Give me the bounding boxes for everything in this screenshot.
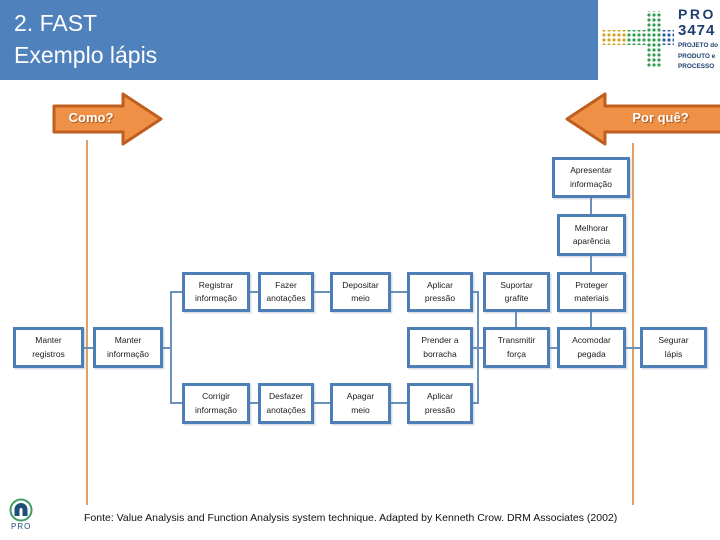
connector-line — [590, 256, 592, 272]
box-transmitir-forca: Transmitir força — [483, 327, 550, 368]
dot-cross-icon — [602, 11, 674, 68]
connector-line — [391, 291, 407, 293]
box-melhorar-aparencia: Melhorar aparência — [557, 214, 626, 256]
slide-header: 2. FAST Exemplo lápis — [0, 0, 598, 80]
box-apagar-meio: Apagar meio — [330, 383, 391, 424]
pro-3474-logo: PRO 3474 PROJETO do PRODUTO e PROCESSO — [598, 0, 720, 84]
box-registrar-informacao: Registrar informação — [182, 272, 250, 312]
box-corrigir-informacao: Corrigir informação — [182, 383, 250, 424]
connector-line — [314, 402, 330, 404]
why-arrow-label: Por quê? — [632, 110, 689, 125]
why-guide-line — [632, 143, 634, 505]
connector-line — [473, 291, 477, 293]
connector-line — [172, 291, 182, 293]
connector-line — [590, 198, 592, 214]
connector-line — [163, 347, 171, 349]
connector-line — [590, 312, 592, 327]
box-segurar-lapis: Segurar lápis — [640, 327, 707, 368]
pro-footer-logo-label: PRO — [11, 522, 32, 531]
connector-line — [250, 291, 258, 293]
box-desfazer-anotacoes: Desfazer anotações — [258, 383, 314, 424]
how-guide-line — [86, 140, 88, 505]
logo-name: PRO — [678, 6, 716, 22]
left-arrow-icon — [565, 92, 720, 146]
box-aplicar-pressao-top: Aplicar pressão — [407, 272, 473, 312]
connector-line — [250, 402, 258, 404]
box-fazer-anotacoes: Fazer anotações — [258, 272, 314, 312]
logo-subtitle-2: PRODUTO e — [678, 52, 716, 60]
box-depositar-meio: Depositar meio — [330, 272, 391, 312]
connector-line — [314, 291, 330, 293]
how-arrow: Como? — [50, 90, 165, 148]
box-acomodar-pegada: Acomodar pegada — [557, 327, 626, 368]
box-apresentar-informacao: Apresentar informação — [552, 157, 630, 198]
connector-line — [473, 347, 483, 349]
connector-line — [473, 402, 477, 404]
why-arrow: Por quê? — [563, 90, 720, 148]
connector-line — [84, 347, 93, 349]
right-arrow-icon — [52, 92, 163, 146]
pro-footer-logo: PRO — [8, 497, 48, 531]
connector-line — [626, 347, 640, 349]
pro-circle-icon — [9, 498, 33, 522]
logo-subtitle-1: PROJETO do — [678, 42, 719, 49]
connector-line — [391, 402, 407, 404]
box-prender-a-borracha: Prender a borracha — [407, 327, 473, 368]
box-manter-informacao: Manter informação — [93, 327, 163, 368]
how-arrow-label: Como? — [68, 110, 114, 125]
source-citation: Fonte: Value Analysis and Function Analy… — [84, 512, 618, 524]
box-proteger-materiais: Proteger materiais — [557, 272, 626, 312]
page-subtitle: Exemplo lápis — [14, 42, 158, 68]
box-suportar-grafite: Suportar grafite — [483, 272, 550, 312]
connector-line — [172, 402, 182, 404]
connector-line — [515, 312, 517, 327]
page-title: 2. FAST — [14, 10, 98, 36]
logo-number: 3474 — [678, 22, 716, 39]
connector-line — [550, 347, 557, 349]
logo-subtitle-3: PROCESSO — [678, 63, 715, 71]
connector-line — [170, 291, 172, 404]
box-aplicar-pressao-bottom: Aplicar pressão — [407, 383, 473, 424]
box-manter-registros: Manter registros — [13, 327, 84, 368]
